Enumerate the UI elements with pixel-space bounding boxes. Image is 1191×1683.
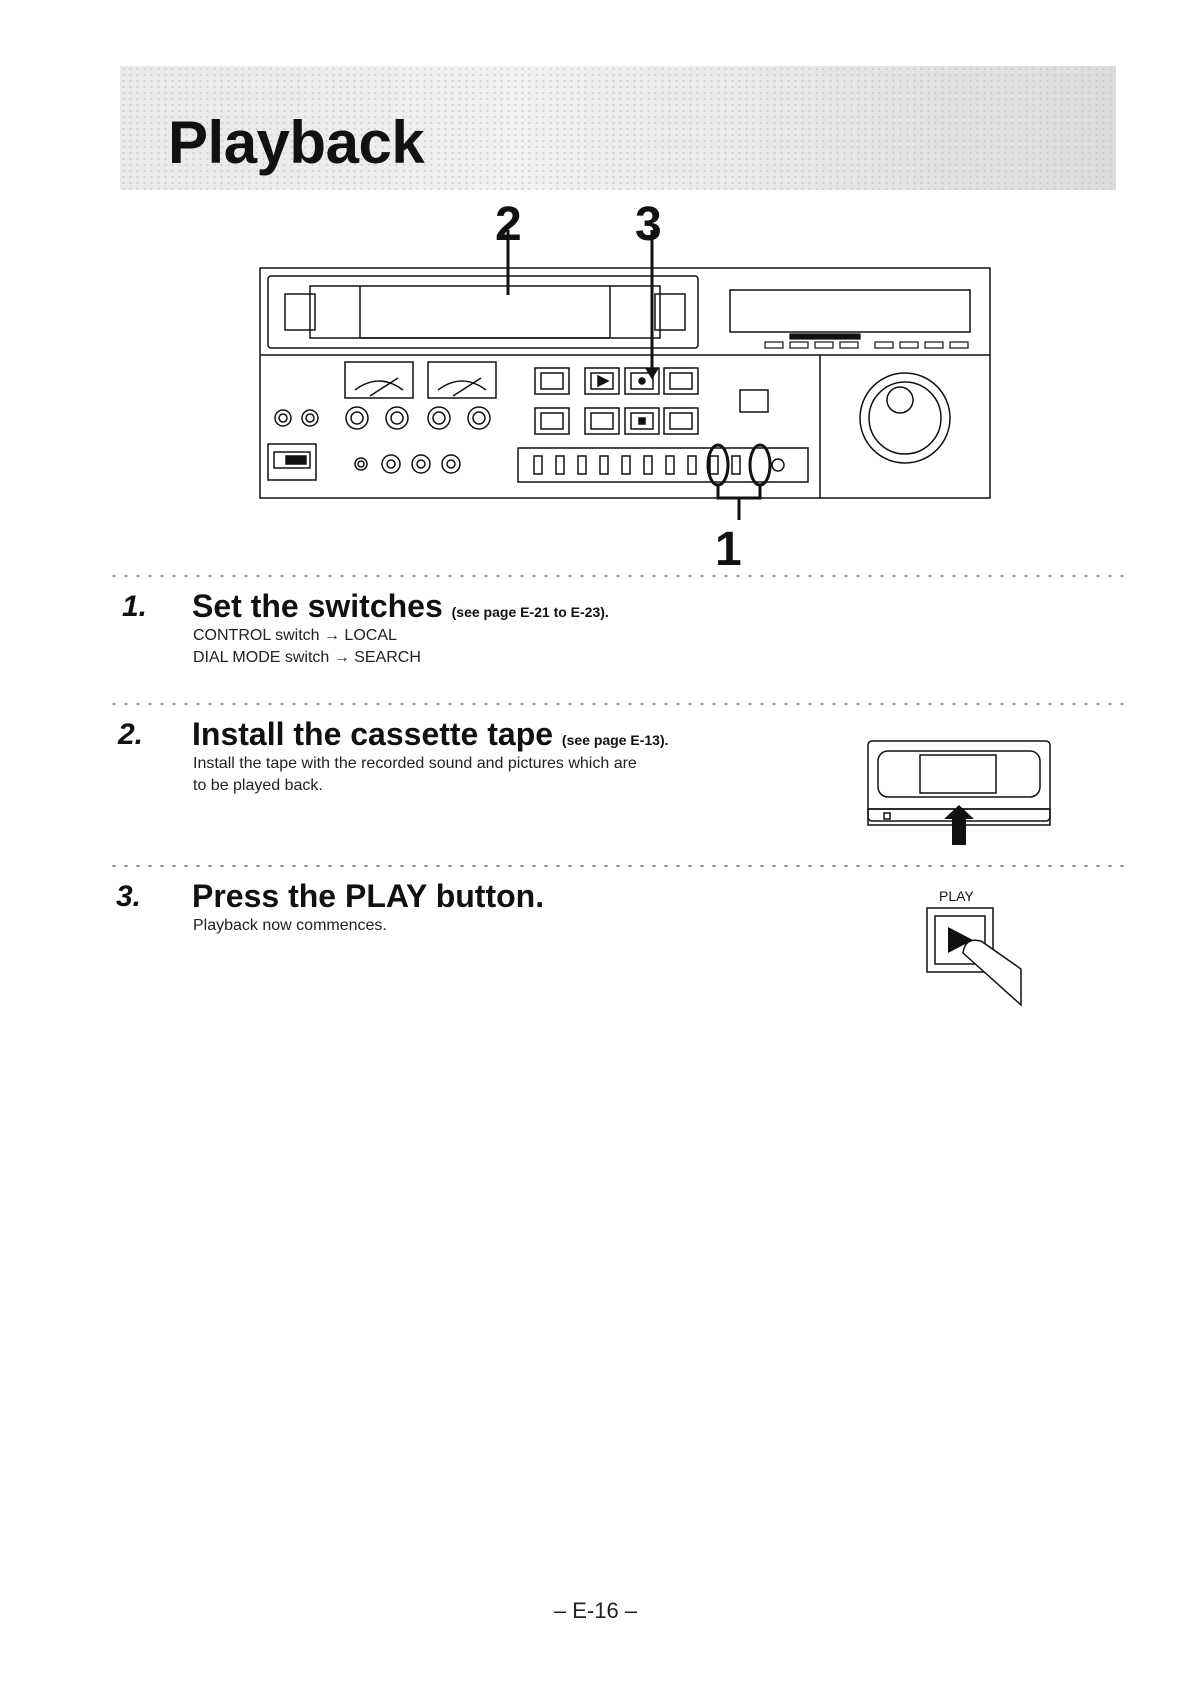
step-number: 3. — [116, 880, 142, 913]
page-number: – E-16 – — [553, 1598, 638, 1623]
transport-buttons — [534, 367, 769, 435]
step-number: 1. — [122, 590, 148, 623]
display-window — [729, 289, 971, 333]
step-title: Set the switches (see page E-21 to E-23)… — [192, 588, 609, 625]
cassette-tape-illustration — [867, 740, 1051, 845]
step-title: Install the cassette tape (see page E-13… — [192, 716, 669, 753]
step-title: Press the PLAY button. — [192, 878, 544, 915]
insert-arrow-icon — [944, 805, 974, 845]
separator — [108, 864, 1126, 868]
jog-shuttle-dial — [859, 372, 951, 464]
step-body: Install the tape with the recorded sound… — [193, 753, 637, 797]
finger-icon — [962, 939, 1022, 1007]
play-button-diagram — [584, 367, 620, 395]
step-heading: Set the switches — [192, 588, 443, 624]
banner-texture — [120, 66, 1116, 190]
deck-body — [259, 267, 991, 499]
indicator-buttons — [764, 333, 969, 349]
switch-bank — [517, 447, 809, 483]
callout-1: 1 — [715, 523, 742, 576]
cassette-slot — [267, 275, 699, 349]
title-banner — [120, 66, 1116, 190]
step-body: Playback now commences. — [193, 915, 387, 937]
play-icon — [948, 927, 973, 953]
step-line: DIAL MODE switch → SEARCH — [193, 649, 421, 666]
callout-3: 3 — [635, 200, 662, 251]
step-line: Playback now commences. — [193, 917, 387, 934]
separator — [108, 702, 1126, 706]
separator — [108, 574, 1126, 578]
audio-level-meters — [344, 361, 497, 399]
step-line: CONTROL switch → LOCAL — [193, 627, 397, 644]
power-switch — [267, 443, 317, 481]
step-number: 2. — [118, 718, 144, 751]
step-line: Install the tape with the recorded sound… — [193, 755, 637, 772]
play-button-illustration: PLAY — [926, 888, 1022, 1007]
step-line: to be played back. — [193, 777, 323, 794]
page-title: Playback — [168, 109, 425, 176]
step-heading: Press the PLAY button. — [192, 878, 545, 914]
step-body: CONTROL switch → LOCAL DIAL MODE switch … — [193, 625, 421, 669]
play-button-label: PLAY — [939, 888, 974, 904]
page-reference: (see page E-13). — [561, 732, 669, 748]
page-reference: (see page E-21 to E-23). — [451, 604, 609, 620]
level-knobs — [274, 406, 491, 474]
vtr-front-panel-diagram: 2 3 1 — [259, 200, 991, 576]
step-heading: Install the cassette tape — [192, 716, 554, 752]
